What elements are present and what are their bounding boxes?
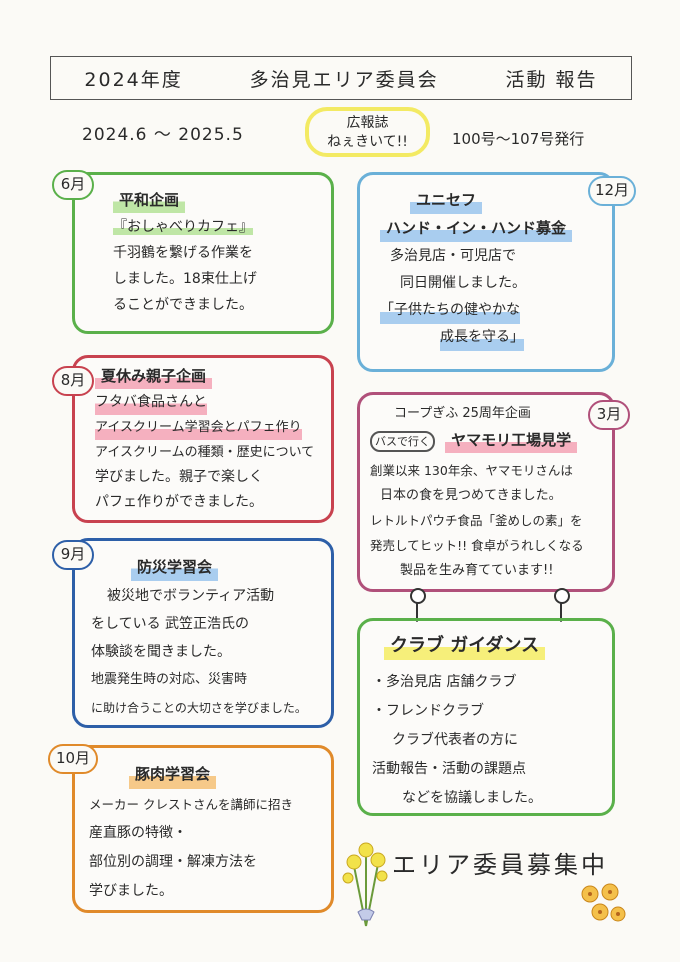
- flower-bouquet-icon: [342, 842, 388, 927]
- september-line: 地震発生時の対応、災害時: [91, 672, 248, 687]
- october-line: 学びました。: [89, 883, 173, 899]
- issue-range: 100号～107号発行: [452, 130, 585, 148]
- december-subtitle: ハンド・イン・ハンド募金: [380, 215, 573, 242]
- october-box: 豚肉学習会 メーカー クレストさんを講師に招き 産直豚の特徴・ 部位別の調理・解…: [72, 745, 334, 913]
- september-line: をしている 武笠正浩氏の: [91, 616, 250, 632]
- october-line: 産直豚の特徴・: [89, 825, 187, 841]
- march-line: 日本の食を見つめてきました。: [380, 488, 562, 503]
- march-pre: コープぎふ 25周年企画: [394, 406, 531, 421]
- period: 2024.6 ～ 2025.5: [82, 125, 244, 145]
- koho-line2: ねぇきいて!!: [327, 134, 408, 150]
- september-title: 防災学習会: [131, 553, 219, 581]
- august-month-badge: 8月: [52, 366, 94, 396]
- club-box: クラブ ガイダンス ・多治見店 店舗クラブ ・フレンドクラブ クラブ代表者の方に…: [357, 618, 615, 816]
- june-box: 平和企画 『おしゃべりカフェ』 千羽鶴を繋げる作業を しました。18束仕上げ る…: [72, 172, 334, 334]
- recruit-text: エリア委員募集中: [392, 851, 608, 879]
- december-box: ユニセフ ハンド・イン・ハンド募金 多治見店・可児店で 同日開催しました。 「子…: [357, 172, 615, 372]
- march-line: 創業以来 130年余、ヤマモリさんは: [370, 463, 573, 478]
- december-title: ユニセフ: [410, 187, 483, 214]
- flower-cluster-icon: [581, 883, 626, 922]
- august-box: 夏休み親子企画 フタバ食品さんと アイスクリーム学習会とパフェ作り アイスクリー…: [72, 355, 334, 523]
- august-line: アイスクリーム学習会とパフェ作り: [95, 415, 302, 440]
- september-box: 防災学習会 被災地でボランティア活動 をしている 武笠正浩氏の 体験談を聞きまし…: [72, 538, 334, 728]
- koho-bubble: 広報誌 ねぇきいて!!: [305, 107, 430, 157]
- march-month-badge: 3月: [588, 400, 630, 430]
- club-line: 活動報告・活動の課題点: [372, 761, 526, 777]
- june-line: 千羽鶴を繋げる作業を: [113, 245, 253, 261]
- header-report: 活動 報告: [505, 68, 598, 91]
- august-line: パフェ作りができました。: [95, 494, 263, 510]
- march-title: ヤマモリ工場見学: [445, 428, 578, 453]
- club-title: クラブ ガイダンス: [384, 631, 546, 660]
- september-line: に助け合うことの大切さを学びました。: [91, 701, 307, 715]
- october-month-badge: 10月: [48, 744, 98, 774]
- june-line: ることができました。: [113, 297, 253, 313]
- club-line: ・多治見店 店舗クラブ: [372, 674, 517, 690]
- march-line: 製品を生み育てています!!: [400, 563, 554, 578]
- december-line: 多治見店・可児店で: [390, 248, 516, 264]
- hanging-string-right: [560, 602, 562, 622]
- october-line: メーカー クレストさんを講師に招き: [89, 797, 293, 812]
- august-line: 学びました。親子で楽しく: [95, 469, 263, 485]
- december-month-badge: 12月: [588, 176, 636, 206]
- september-line: 被災地でボランティア活動: [107, 588, 275, 604]
- december-line: 成長を守る」: [440, 324, 524, 351]
- june-title: 平和企画: [113, 187, 186, 213]
- club-line: クラブ代表者の方に: [392, 732, 518, 748]
- october-line: 部位別の調理・解凍方法を: [89, 854, 257, 870]
- march-bus-tag: バスで行く: [370, 431, 435, 452]
- koho-line1: 広報誌: [346, 115, 389, 131]
- march-box: コープぎふ 25周年企画 バスで行く ヤマモリ工場見学 創業以来 130年余、ヤ…: [357, 392, 615, 592]
- header-banner: 2024年度 多治見エリア委員会 活動 報告: [50, 56, 632, 100]
- september-month-badge: 9月: [52, 540, 94, 570]
- september-line: 体験談を聞きました。: [91, 644, 231, 660]
- august-line: フタバ食品さんと: [95, 390, 207, 415]
- header-year: 2024年度: [84, 68, 183, 91]
- june-month-badge: 6月: [52, 170, 94, 200]
- august-title: 夏休み親子企画: [95, 364, 213, 389]
- october-title: 豚肉学習会: [129, 760, 217, 789]
- club-line: ・フレンドクラブ: [372, 703, 484, 719]
- hanging-ring-right: [554, 588, 570, 604]
- december-line: 同日開催しました。: [400, 275, 526, 291]
- club-line: などを協議しました。: [402, 790, 542, 806]
- march-line: 発売してヒット!! 食卓がうれしくなる: [370, 538, 584, 553]
- august-line: アイスクリームの種類・歴史について: [95, 445, 315, 460]
- june-line: しました。18束仕上げ: [113, 271, 257, 287]
- hanging-ring-left: [410, 588, 426, 604]
- header-area: 多治見エリア委員会: [249, 68, 439, 91]
- march-line: レトルトパウチ食品「釜めしの素」を: [370, 513, 583, 528]
- june-subtitle: 『おしゃべりカフェ』: [113, 219, 253, 235]
- december-line: 「子供たちの健やかな: [380, 297, 520, 324]
- hanging-string-left: [416, 602, 418, 622]
